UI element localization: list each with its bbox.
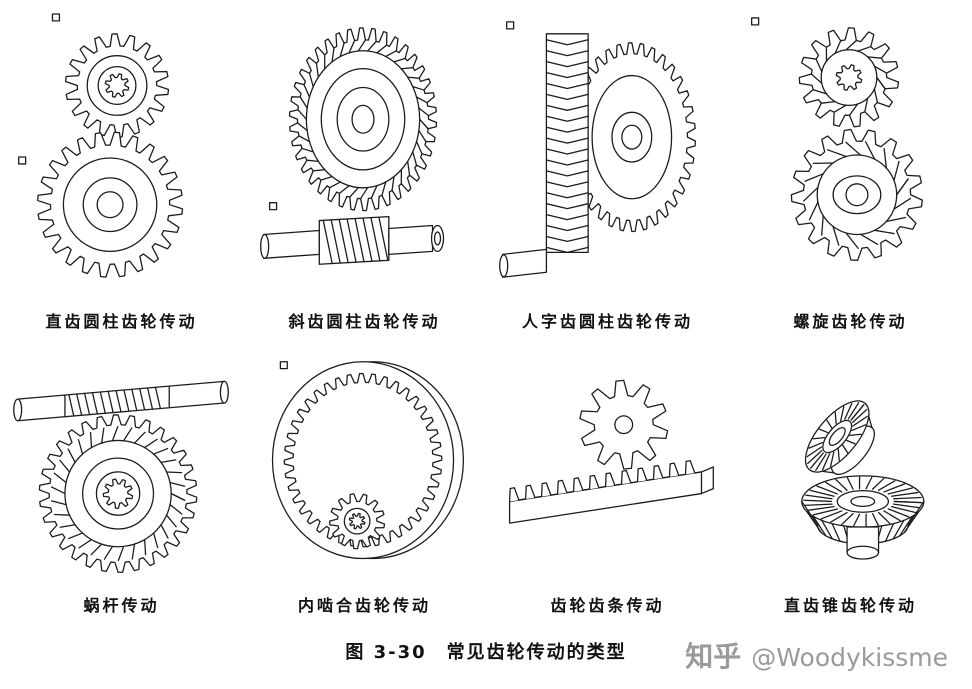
gear-label-internal: 内啮合齿轮传动: [297, 596, 431, 615]
gear-cell-spur: 直齿圆柱齿轮传动: [0, 8, 243, 332]
gear-label-spiral: 螺旋齿轮传动: [793, 312, 908, 331]
gear-label-spur: 直齿圆柱齿轮传动: [45, 312, 198, 331]
gear-cell-helical: 斜齿圆柱齿轮传动: [243, 8, 486, 332]
internal-gear-illustration: [271, 361, 464, 560]
herringbone-gear-illustration: [498, 21, 696, 278]
watermark: 知乎 @Woodykissme: [685, 635, 948, 675]
spiral-gear-illustration: [750, 17, 923, 261]
bevel-gear-illustration: [800, 400, 924, 560]
gear-label-helical: 斜齿圆柱齿轮传动: [288, 312, 441, 331]
gear-label-worm: 蜗杆传动: [83, 596, 160, 615]
helical-gear-illustration: [259, 27, 444, 265]
rack-pinion-illustration: [508, 379, 714, 524]
spur-gear-illustration: [17, 13, 183, 278]
watermark-handle: @Woodykissme: [751, 643, 948, 672]
gear-cell-rack: 齿轮齿条传动: [486, 344, 729, 616]
zhihu-logo-text: 知乎: [685, 640, 742, 673]
gear-cell-bevel: 直齿锥齿轮传动: [729, 344, 972, 616]
worm-drive-illustration: [12, 380, 229, 573]
gear-cell-spiral: 螺旋齿轮传动: [729, 8, 972, 332]
gear-label-herringbone: 人字齿圆柱齿轮传动: [521, 312, 693, 331]
gear-row-2: 蜗杆传动 内啮合齿轮传动 齿轮齿条传动 直齿锥齿轮传动: [0, 344, 972, 616]
gear-cell-worm: 蜗杆传动: [0, 344, 243, 616]
gear-label-rack: 齿轮齿条传动: [550, 596, 665, 615]
figure-caption-row: 图 3-30 常见齿轮传动的类型: [0, 638, 972, 664]
gear-row-1: 直齿圆柱齿轮传动 斜齿圆柱齿轮传动 人字齿圆柱齿轮传动 螺旋齿轮传动: [0, 8, 972, 332]
figure-caption: 图 3-30 常见齿轮传动的类型: [345, 642, 627, 663]
gear-label-bevel: 直齿锥齿轮传动: [783, 596, 917, 615]
gear-cell-herringbone: 人字齿圆柱齿轮传动: [486, 8, 729, 332]
gear-cell-internal: 内啮合齿轮传动: [243, 344, 486, 616]
